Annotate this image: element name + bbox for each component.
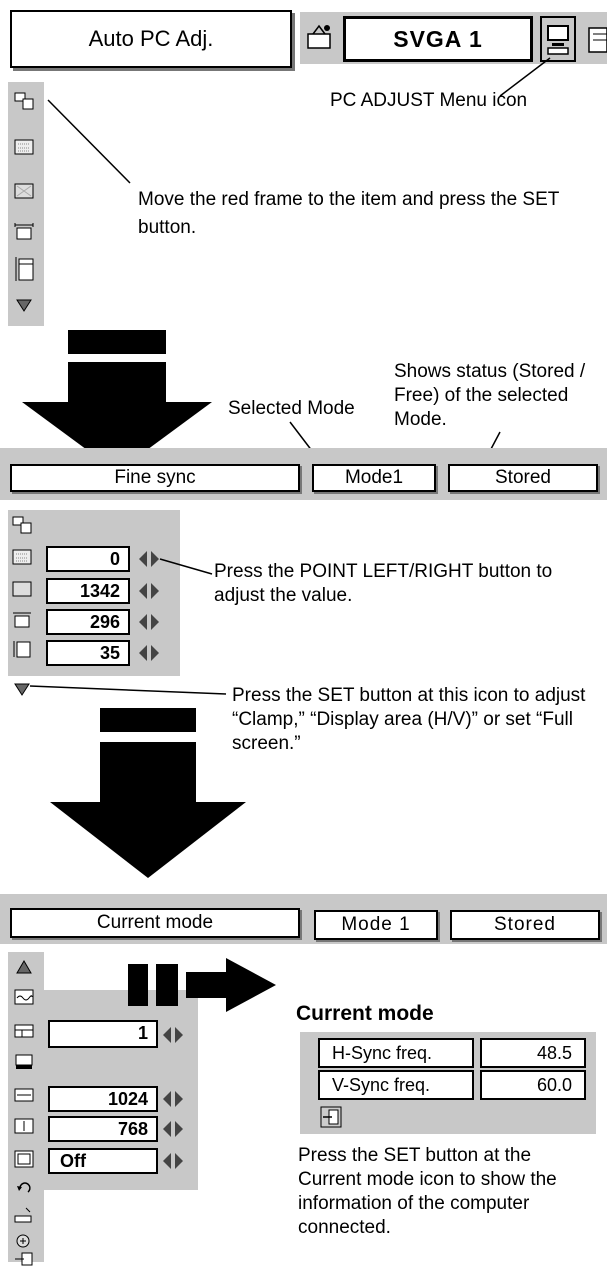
bar2-status-label: Stored	[495, 467, 551, 488]
shows-status-callout: Shows status (Stored / Free) of the sele…	[394, 361, 586, 430]
current-mode-title: Current mode	[296, 1002, 434, 1025]
fine-sync-label: Fine sync	[114, 467, 196, 488]
auto-pc-adj-icon[interactable]	[305, 22, 335, 52]
bar2-mode-box: Mode1	[312, 464, 436, 492]
display-area-h-icon[interactable]	[14, 1086, 34, 1104]
menu1-icon-strip	[8, 82, 44, 326]
pc-adjust-callout: PC ADJUST Menu icon	[330, 90, 528, 111]
clamp-icon[interactable]	[14, 1022, 34, 1040]
vertical-icon[interactable]	[12, 640, 32, 658]
left-right-arrow-icon[interactable]	[138, 613, 160, 631]
bar2-status-box: Stored	[448, 464, 598, 492]
clamp-value[interactable]: 1	[48, 1020, 158, 1048]
reset-icon[interactable]	[14, 1180, 34, 1198]
current-mode-bar-box: Current mode	[10, 908, 300, 938]
move-frame-callout: Move the red frame to the item and press…	[138, 189, 560, 238]
display-area-v-icon[interactable]	[14, 1117, 34, 1135]
current-mode-bar-label: Current mode	[96, 912, 214, 933]
bar3-mode-box: Mode 1	[314, 910, 438, 940]
svga-mode-box: SVGA 1	[343, 16, 533, 62]
fine-sync-icon[interactable]	[14, 138, 34, 156]
quit-icon[interactable]	[320, 1106, 342, 1128]
left-right-arrow-icon[interactable]	[138, 582, 160, 600]
full-screen-icon[interactable]	[14, 1150, 34, 1168]
total-dots-icon[interactable]	[12, 580, 32, 598]
horizontal-icon[interactable]	[12, 611, 32, 629]
h-sync-value: 48.5	[480, 1038, 586, 1068]
left-right-arrow-icon[interactable]	[162, 1026, 184, 1044]
total-dots-value[interactable]: 1342	[46, 578, 130, 604]
free-icon[interactable]	[14, 1232, 34, 1250]
current-mode-icon[interactable]	[14, 988, 34, 1006]
horizontal-icon[interactable]	[14, 223, 34, 241]
full-screen-value[interactable]: Off	[48, 1148, 158, 1174]
vertical-icon[interactable]	[14, 256, 34, 282]
display-area-icon[interactable]	[14, 1053, 34, 1071]
menu2-leaders	[29, 558, 227, 695]
up-icon[interactable]	[14, 958, 34, 976]
selected-mode-callout: Selected Mode	[228, 398, 355, 419]
big-down-arrow-1	[22, 330, 212, 472]
h-sync-label: H-Sync freq.	[318, 1038, 474, 1068]
store-icon[interactable]	[14, 1206, 34, 1224]
big-down-arrow-2	[50, 708, 246, 878]
press-set-current-callout: Press the SET button at the Current mode…	[298, 1145, 557, 1238]
big-right-arrow	[128, 958, 276, 1012]
svga-mode-label: SVGA 1	[393, 26, 483, 52]
auto-pc-adj-label: Auto PC Adj.	[88, 26, 214, 51]
fine-sync-box: Fine sync	[10, 464, 300, 492]
total-dots-icon[interactable]	[14, 182, 34, 200]
pc-adjust-icon[interactable]	[12, 516, 32, 534]
left-right-arrow-icon[interactable]	[162, 1152, 184, 1170]
horizontal-value[interactable]: 296	[46, 609, 130, 635]
display-area-h-value[interactable]: 1024	[48, 1086, 158, 1112]
bar3-status-box: Stored	[450, 910, 600, 940]
bar2-mode-label: Mode1	[344, 467, 404, 488]
fine-sync-icon[interactable]	[12, 548, 32, 566]
auto-pc-adj-box[interactable]: Auto PC Adj.	[10, 10, 292, 68]
left-right-arrow-icon[interactable]	[138, 550, 160, 568]
bar3-mode-label: Mode 1	[341, 914, 411, 935]
down-icon[interactable]	[14, 296, 34, 314]
quit-icon[interactable]	[14, 1252, 34, 1266]
left-right-arrow-icon[interactable]	[138, 644, 160, 662]
pc-adjust-leader	[499, 57, 551, 97]
vertical-value[interactable]: 35	[46, 640, 130, 666]
point-left-right-callout: Press the POINT LEFT/RIGHT button to adj…	[214, 561, 553, 606]
left-right-arrow-icon[interactable]	[162, 1090, 184, 1108]
bar3-status-label: Stored	[494, 914, 556, 935]
v-sync-value: 60.0	[480, 1070, 586, 1100]
pc-adjust-icon[interactable]	[14, 92, 34, 110]
press-set-icon-callout: Press the SET button at this icon to adj…	[232, 685, 586, 754]
move-frame-leader	[47, 99, 131, 184]
next-menu-icon[interactable]	[584, 18, 607, 60]
display-area-v-value[interactable]: 768	[48, 1116, 158, 1142]
v-sync-label: V-Sync freq.	[318, 1070, 474, 1100]
down-icon[interactable]	[12, 680, 32, 698]
left-right-arrow-icon[interactable]	[162, 1120, 184, 1138]
fine-sync-value[interactable]: 0	[46, 546, 130, 572]
pc-adjust-menu-icon[interactable]	[540, 16, 576, 62]
